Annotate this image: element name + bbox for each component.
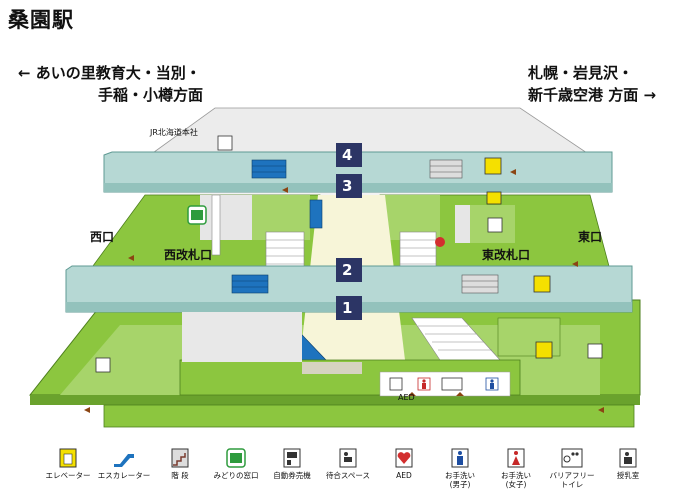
- east-gate-label: 東改札口: [482, 248, 531, 262]
- legend-item-nursing: 授乳室: [600, 448, 656, 480]
- legend-label-escalator: エスカレーター: [97, 471, 151, 480]
- direction-west: ← あいの里教育大・当別・ 手稲・小樽方面: [18, 62, 203, 106]
- escalator-icon: [114, 454, 134, 467]
- station-map: [28, 107, 641, 428]
- legend-item-womens-toilet: お手洗い (女子): [488, 448, 544, 489]
- legend-item-aed: AED: [376, 448, 432, 480]
- legend-item-barrier-free: バリアフリー トイレ: [544, 448, 600, 489]
- mens-toilet-icon: [451, 448, 469, 468]
- barrier-free-toilet-icon: [561, 448, 583, 468]
- platform-number-4: 4: [342, 146, 353, 164]
- escalator-upper: [251, 159, 287, 179]
- midori-window-icon: [226, 448, 246, 468]
- legend-item-midori: みどりの窓口: [208, 448, 264, 480]
- barrier-free-toilet-marker: [441, 377, 463, 391]
- legend-label-womens-toilet: お手洗い (女子): [501, 471, 531, 489]
- direction-east-line1: 札幌・岩見沢・: [528, 64, 634, 82]
- stairs-platform-4: [429, 159, 463, 179]
- elevator-markers: [484, 157, 553, 359]
- direction-east-line2: 新千歳空港 方面 →: [528, 86, 657, 104]
- direction-west-line2: 手稲・小樽方面: [98, 86, 204, 104]
- legend-label-stairs: 階 段: [171, 471, 189, 480]
- stairs-west-mid: [265, 231, 305, 269]
- west-gate-label: 西改札口: [164, 248, 213, 262]
- stairs-icon: [171, 448, 189, 468]
- jr-hq-label: JR北海道本社: [150, 128, 198, 137]
- legend-label-barrier-free: バリアフリー トイレ: [549, 471, 595, 489]
- ticket-machine-marker-east: [487, 217, 503, 233]
- legend-item-ticket-machine: 自動券売機: [264, 448, 320, 480]
- legend: エレベーター エスカレーター 階 段 みどりの窓口 自動券売機 待合スペース A…: [40, 448, 680, 500]
- platform-badges: [336, 143, 362, 320]
- legend-label-ticket-machine: 自動券売機: [273, 471, 311, 480]
- east-exit-label: 東口: [578, 230, 603, 244]
- legend-label-nursing: 授乳室: [616, 471, 640, 480]
- legend-item-elevator: エレベーター: [40, 448, 96, 480]
- aed-icon: [395, 448, 413, 468]
- waiting-space-marker-east: [587, 343, 603, 359]
- aed-map-label: AED: [398, 393, 415, 402]
- escalator-platform-2: [231, 274, 269, 294]
- ticket-machine-icon: [283, 448, 301, 468]
- nursing-room-icon: [619, 448, 637, 468]
- stairs-platform-2: [461, 274, 499, 294]
- escalator-mid: [309, 199, 323, 229]
- waiting-space-marker-west: [95, 357, 111, 373]
- stairs-east-mid: [399, 231, 437, 269]
- womens-toilet-icon: [507, 448, 525, 468]
- upper-building: [148, 107, 592, 156]
- legend-item-mens-toilet: お手洗い (男子): [432, 448, 488, 489]
- west-exit-label: 西口: [90, 230, 115, 244]
- platform-number-1: 1: [342, 299, 353, 317]
- legend-item-escalator: エスカレーター: [96, 448, 152, 480]
- legend-label-aed: AED: [396, 471, 412, 480]
- legend-label-waiting: 待合スペース: [325, 471, 371, 480]
- legend-item-waiting: 待合スペース: [320, 448, 376, 480]
- waiting-space-icon: [339, 448, 357, 468]
- platform-number-2: 2: [342, 261, 353, 279]
- direction-east: 札幌・岩見沢・ 新千歳空港 方面 →: [528, 62, 656, 106]
- ticket-machine-marker-jr: [217, 135, 233, 151]
- station-title: 桑園駅: [8, 8, 74, 32]
- legend-label-midori: みどりの窓口: [213, 471, 259, 480]
- legend-label-elevator: エレベーター: [45, 471, 91, 480]
- legend-label-mens-toilet: お手洗い (男子): [445, 471, 475, 489]
- direction-west-line1: ← あいの里教育大・当別・: [18, 64, 201, 82]
- aed-marker: [435, 237, 445, 247]
- legend-item-stairs: 階 段: [152, 448, 208, 480]
- platform-number-3: 3: [342, 177, 353, 195]
- elevator-icon: [59, 448, 77, 468]
